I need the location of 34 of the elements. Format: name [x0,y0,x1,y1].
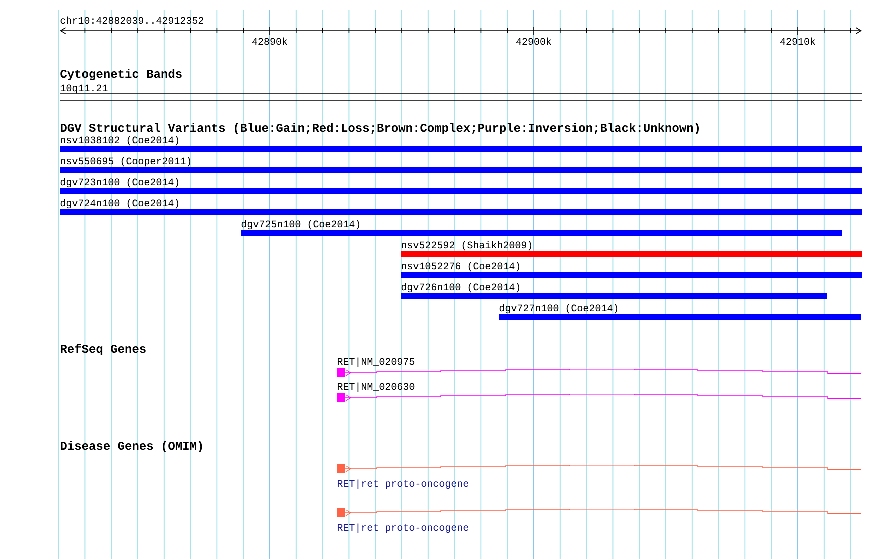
track-title: Disease Genes (OMIM) [60,441,202,452]
variant-bar: nsv522592 (Shaikh2009) [401,241,862,258]
variant-bar: dgv725n100 (Coe2014) [241,220,842,236]
node-label: dgv724n100 (Coe2014) [60,199,179,209]
variant-bar: nsv550695 (Cooper2011) [60,157,862,174]
variant-bar: dgv727n100 (Coe2014) [499,304,862,320]
node-label: dgv725n100 (Coe2014) [242,220,360,230]
track-title: DGV Structural Variants (Blue:Gain;Red:Loss;Brown:Complex;Purple:Inversion;Black:Unknown) [60,123,699,134]
gene-model: RET|NM_020630 [337,382,862,402]
node-label: RET|ret proto-oncogene [338,480,469,490]
tick-label: 42900k [516,38,552,46]
variant-bar: dgv726n100 (Coe2014) [401,283,828,300]
track-title: RefSeq Genes [61,344,146,356]
variant-bar: dgv723n100 (Coe2014) [60,178,862,194]
node-label: RET|ret proto-oncogene [338,524,469,534]
variant-bar: nsv1038102 (Coe2014) [60,136,862,152]
node-label: dgv726n100 (Coe2014) [402,283,520,293]
gene-model: RET|NM_020975 [337,358,862,378]
node-label: nsv550695 (Cooper2011) [61,157,191,167]
node-label: dgv723n100 (Coe2014) [60,178,179,188]
node-label: RET|NM_020975 [338,358,415,368]
node-label: nsv1052276 (Coe2014) [402,262,520,272]
node-label: RET|NM_020630 [338,382,415,392]
gene-model: RET|ret proto-oncogene [337,464,862,490]
node-label: nsv1038102 (Coe2014) [61,136,179,146]
chromosome-band: 10q11.21 [60,84,862,102]
node-label: nsv522592 (Shaikh2009) [402,241,532,251]
coordinate-label: chr10:42882039..42912352 [60,16,204,24]
node-label: dgv727n100 (Coe2014) [500,304,618,314]
variant-bar: dgv724n100 (Coe2014) [60,199,862,216]
tick-label: 42890k [252,38,288,46]
gene-model: RET|ret proto-oncogene [337,508,862,534]
tick-label: 42910k [780,38,816,46]
variant-bar: nsv1052276 (Coe2014) [401,262,862,278]
